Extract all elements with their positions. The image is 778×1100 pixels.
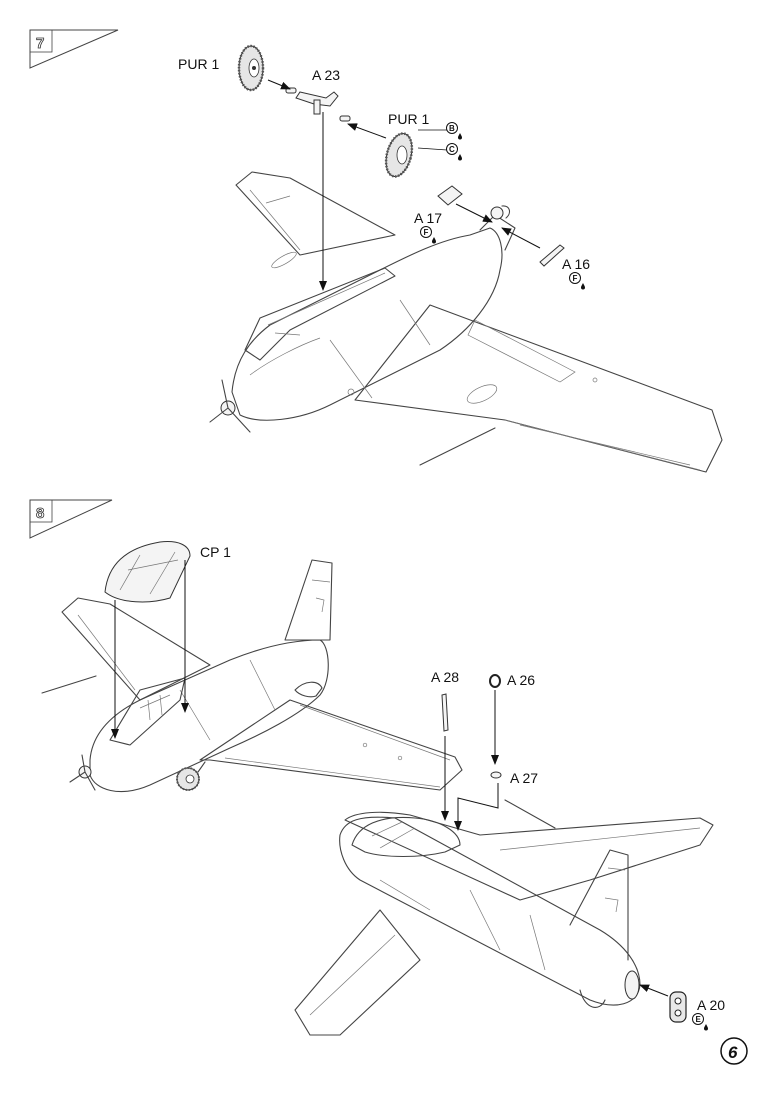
page-number-badge: 6 — [720, 1037, 748, 1065]
step-7-number: 7 — [36, 35, 44, 52]
svg-text:E: E — [696, 1015, 702, 1024]
step-8-number: 8 — [36, 505, 44, 522]
antenna-part-a28 — [441, 693, 449, 732]
lens-part-a27 — [490, 771, 502, 779]
fin-hook — [490, 205, 511, 220]
callout-a27: A 27 — [510, 770, 538, 786]
step-7-badge: 7 — [29, 29, 119, 69]
canopy-part-cp1 — [104, 541, 191, 603]
step-8: 8 — [29, 499, 725, 1036]
wheel-pur1-top — [237, 44, 265, 92]
svg-text:F: F — [424, 228, 429, 237]
aircraft-step-8-right — [294, 799, 714, 1036]
step-7: 7 — [29, 29, 723, 473]
paint-code-c: C — [446, 143, 462, 161]
callout-a17: A 17 — [414, 210, 442, 226]
svg-text:B: B — [449, 124, 455, 133]
wheel-pur1-right — [384, 132, 414, 178]
axle-a23 — [285, 87, 351, 122]
step-8-badge: 8 — [29, 499, 113, 539]
callout-pur1-top: PUR 1 — [178, 56, 219, 72]
callout-a23: A 23 — [312, 67, 340, 83]
aircraft-step-7 — [209, 171, 723, 473]
step-7-arrows — [267, 79, 541, 291]
svg-text:C: C — [449, 145, 455, 154]
callout-cp1: CP 1 — [200, 544, 231, 560]
page-number: 6 — [728, 1043, 738, 1062]
callout-a26: A 26 — [507, 672, 535, 688]
tail-part-a20 — [669, 991, 687, 1023]
paint-code-b: B — [446, 122, 462, 140]
canopy-part-a17 — [437, 185, 463, 206]
callout-pur1-right: PUR 1 — [388, 111, 429, 127]
aircraft-step-8-left — [41, 559, 463, 793]
step-8-arrows — [111, 560, 669, 997]
callout-a20: A 20 — [697, 997, 725, 1013]
pitot-part-a16 — [539, 244, 565, 267]
callout-a28: A 28 — [431, 669, 459, 685]
callout-a16: A 16 — [562, 256, 590, 272]
svg-text:F: F — [573, 274, 578, 283]
paint-code-f-a17: F — [420, 226, 436, 244]
paint-code-f-a16: F — [569, 272, 585, 290]
paint-code-e-a20: E — [692, 1013, 708, 1031]
ring-part-a26 — [489, 674, 501, 688]
